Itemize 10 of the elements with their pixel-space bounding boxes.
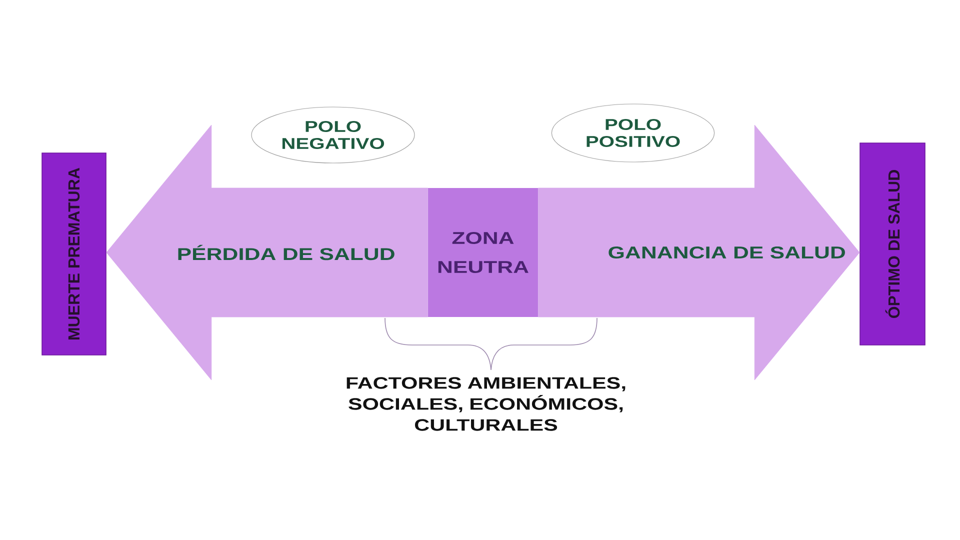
oval-label: POLO POSITIVO bbox=[551, 104, 715, 162]
zone-box: ZONA NEUTRA bbox=[428, 188, 538, 317]
arrow-label: PÉRDIDA DE SALUD bbox=[176, 244, 396, 262]
block-arrow bbox=[538, 124, 860, 380]
arrow-label: GANANCIA DE SALUD bbox=[606, 245, 847, 260]
block-arrow bbox=[106, 124, 428, 380]
note-text: FACTORES AMBIENTALES, SOCIALES, ECONÓMICOS, CULTURALES bbox=[346, 377, 626, 431]
vertical-text-box: MUERTE PREMATURA bbox=[42, 152, 106, 356]
vertical-text-box: ÓPTIMO DE SALUD bbox=[860, 142, 926, 346]
oval-label: POLO NEGATIVO bbox=[251, 106, 415, 164]
